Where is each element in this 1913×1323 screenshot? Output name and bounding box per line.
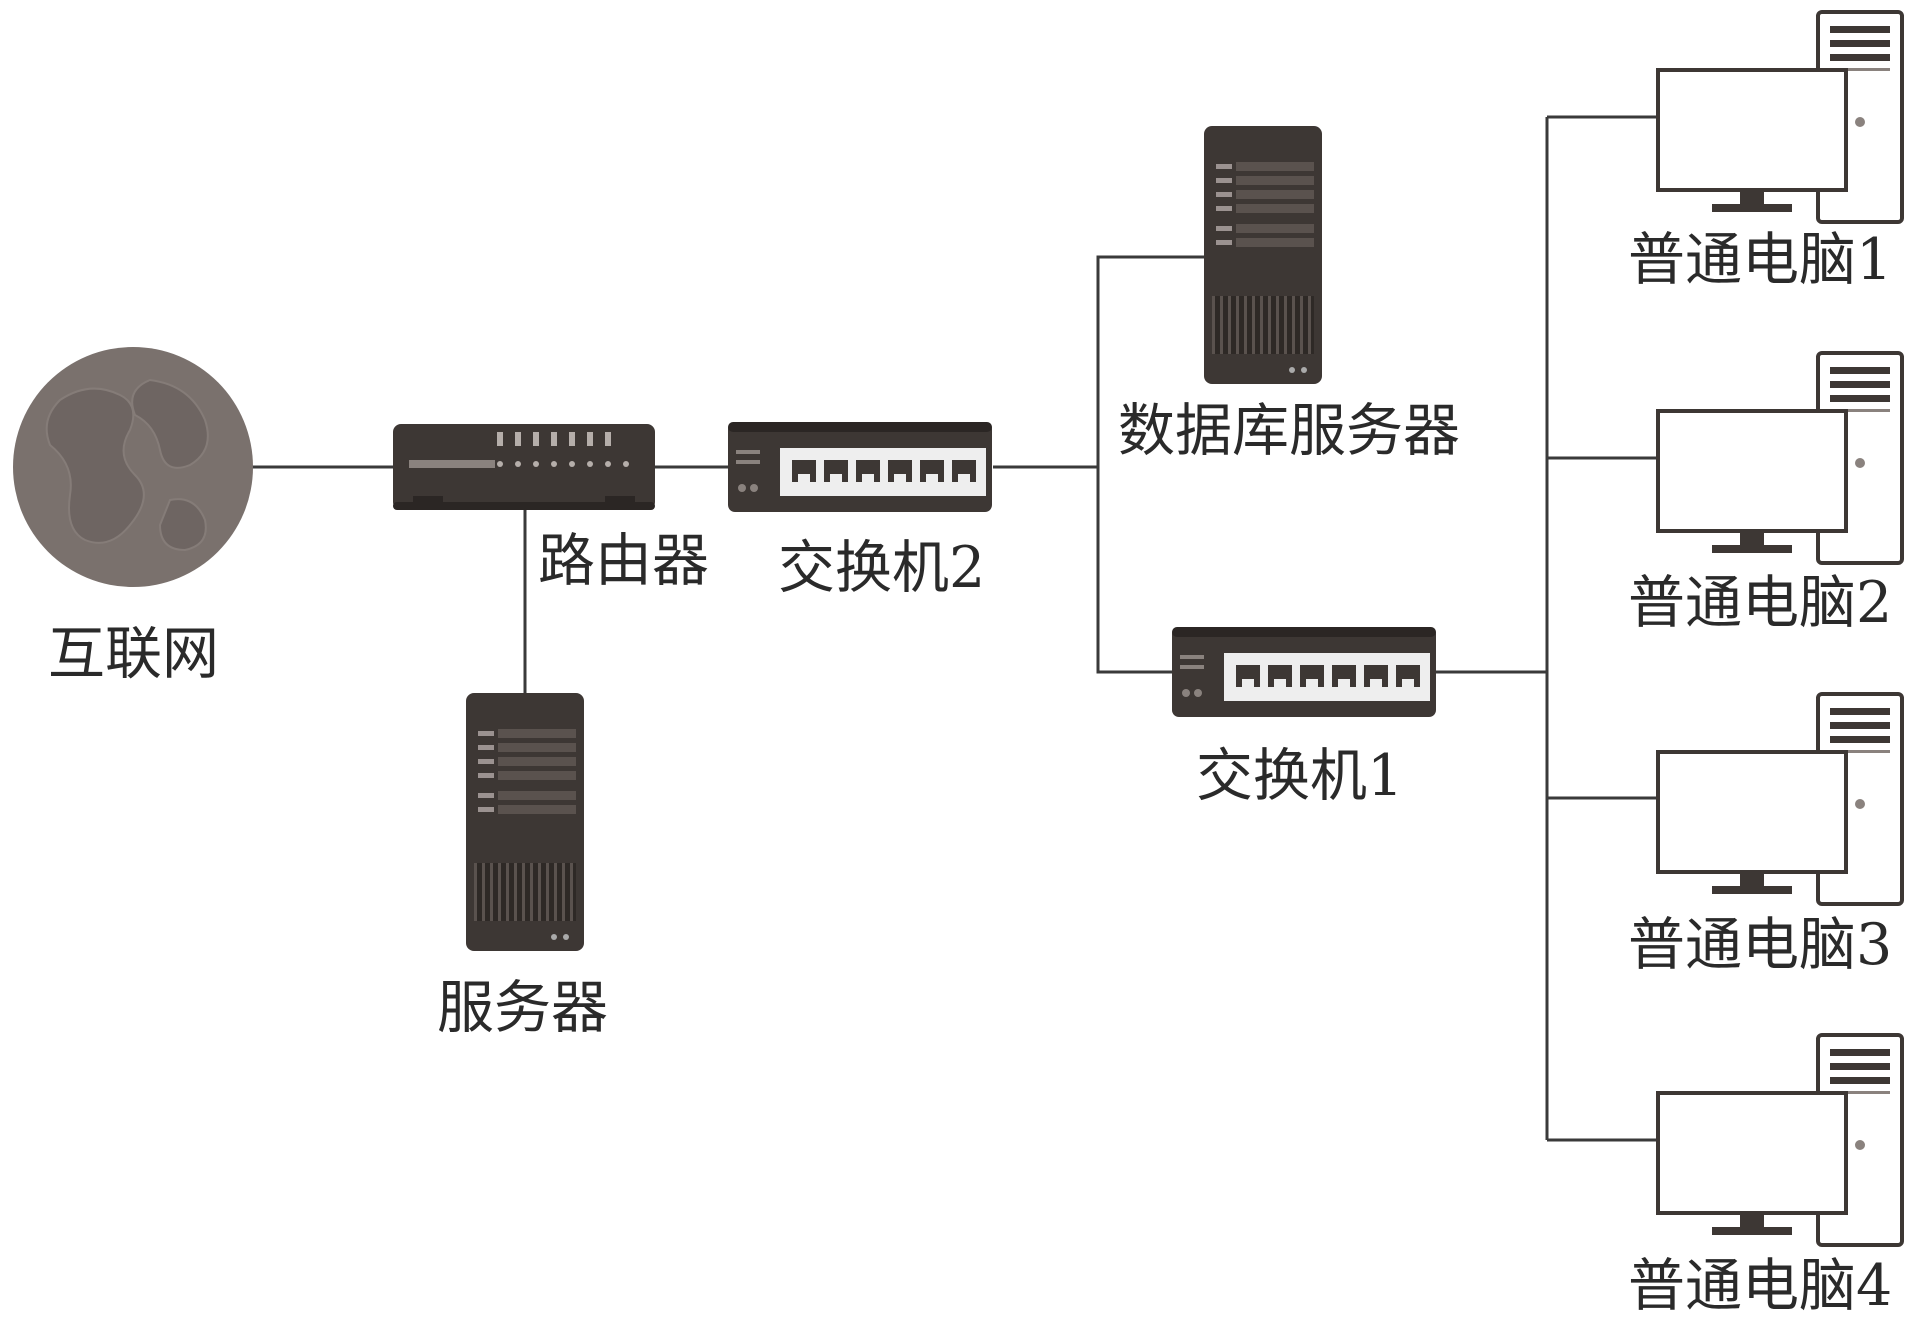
edge-switch2-switch1 xyxy=(1096,467,1172,674)
pc1-computer-icon xyxy=(1656,10,1904,224)
label-switch2: 交换机2 xyxy=(778,535,986,601)
label-server: 服务器 xyxy=(437,975,608,1041)
label-internet: 互联网 xyxy=(48,621,219,687)
label-pc1: 普通电脑1 xyxy=(1628,227,1893,293)
router-icon xyxy=(393,424,655,510)
label-pc2: 普通电脑2 xyxy=(1628,570,1893,636)
label-router: 路由器 xyxy=(538,528,709,594)
label-db-server: 数据库服务器 xyxy=(1118,398,1460,464)
connection-lines xyxy=(252,115,1658,1142)
label-pc3: 普通电脑3 xyxy=(1628,912,1893,978)
server-tower-icon xyxy=(466,693,584,951)
label-switch1: 交换机1 xyxy=(1196,743,1404,809)
label-pc4: 普通电脑4 xyxy=(1628,1253,1893,1319)
db-server-tower-icon xyxy=(1204,126,1322,384)
globe-icon xyxy=(13,347,253,587)
switch1-icon xyxy=(1172,627,1436,717)
pc2-computer-icon xyxy=(1656,351,1904,565)
edge-switch2-dbserver xyxy=(993,255,1204,469)
switch2-icon xyxy=(728,422,992,512)
pc4-computer-icon xyxy=(1656,1033,1904,1247)
pc3-computer-icon xyxy=(1656,692,1904,906)
